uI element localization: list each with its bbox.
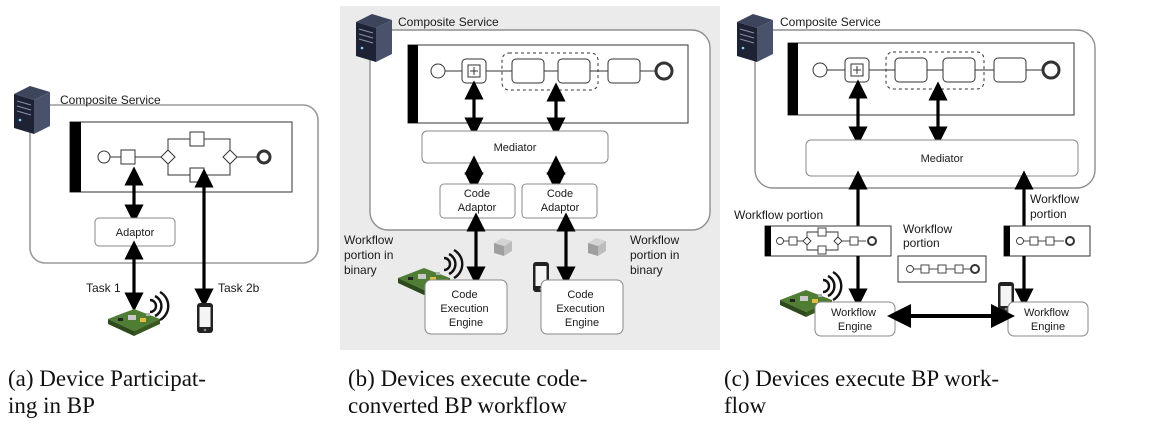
panel-a: Composite Service Adaptor Task 1 Task 2b [13,85,319,336]
bpmn-process-b [430,52,674,91]
engine-1-label-c: Workflow Engine [831,307,879,333]
server-icon [13,85,51,135]
panel-b: Composite Service Mediator Code [340,6,720,350]
caption-a: (a) Device Participat- ing in BP [8,365,326,419]
caption-c: (c) Devices execute BP work- flow [724,365,1134,419]
composite-service-label-a: Composite Service [60,93,161,107]
engine-1-label: Code Execution Engine [440,289,491,329]
workflow-portion-left-label: Workflow portion [734,208,823,222]
workflow-portion-middle-label: Workflow portion [903,222,955,250]
task-1-label: Task 1 [86,281,121,295]
mediator-box-c [805,139,1079,177]
task-2b-label: Task 2b [218,281,260,295]
process-pool-b [407,44,689,124]
caption-c-line1: (c) Devices execute BP work- [724,366,1000,391]
composite-service-label-b: Composite Service [398,15,499,29]
mediator-label-c: Mediator [921,153,964,165]
engine-2-label: Code Execution Engine [556,289,607,329]
mediator-box-b [421,130,609,164]
code-adaptor-1-line2: Adaptor [458,202,497,214]
caption-a-line1: (a) Device Participat- [8,366,206,391]
code-adaptor-2-line2: Adaptor [541,202,580,214]
smartphone-icon [197,303,213,333]
code-adaptor-1-line1: Code [464,188,490,200]
mediator-label-b: Mediator [494,142,537,154]
adaptor-label: Adaptor [116,227,155,239]
code-execution-engine-1 [424,279,508,335]
wireless-signal-icon [148,290,170,322]
workflow-binary-right: Workflow portion in binary [630,233,683,277]
circuit-board-icon [108,309,160,336]
composite-service-container-a [29,104,319,264]
workflow-binary-left: Workflow portion in binary [344,233,397,277]
server-icon [355,13,393,63]
workflow-portion-right-label: Workflow portion [1030,192,1082,221]
caption-c-line2: flow [724,393,767,418]
code-execution-engine-2 [540,279,624,335]
composite-service-label-c: Composite Service [780,15,881,29]
process-pool-c [787,42,1075,116]
caption-b: (b) Devices execute code- converted BP w… [348,365,708,419]
wireless-signal-icon [821,270,843,302]
server-icon [736,13,774,63]
engine-2-label-c: Workflow Engine [1024,307,1072,333]
caption-b-line1: (b) Devices execute code- [348,366,588,391]
bpmn-process-c [812,51,1061,90]
caption-b-line2: converted BP workflow [348,393,567,418]
code-adaptor-2-line1: Code [547,188,573,200]
caption-a-line2: ing in BP [8,393,95,418]
panel-c: Composite Service Mediator Workflow p [734,13,1096,337]
